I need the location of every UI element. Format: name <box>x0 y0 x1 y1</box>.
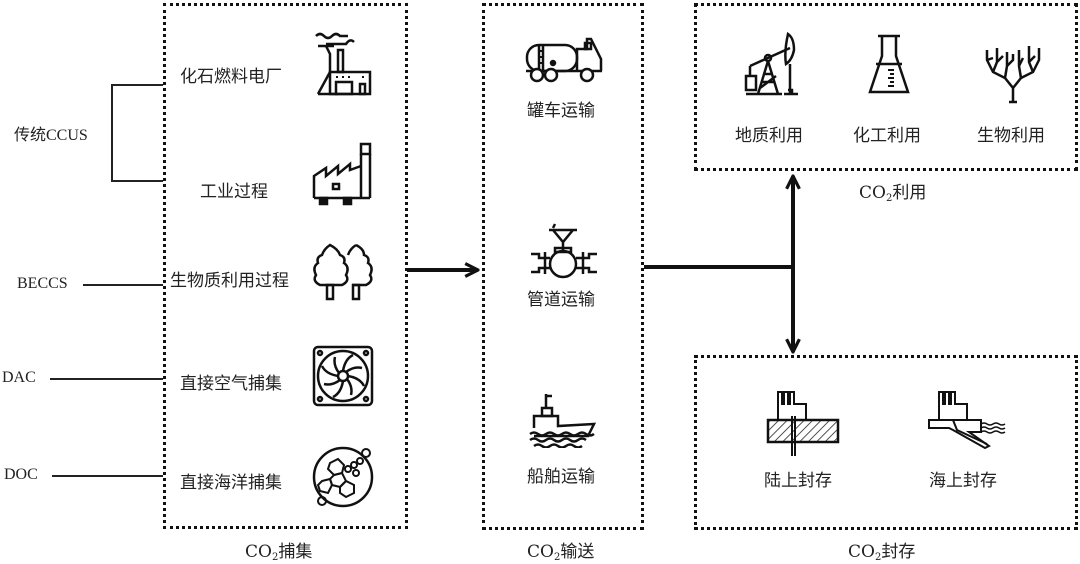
utilization-caption: CO2利用 <box>859 183 927 204</box>
tanker-truck-icon <box>525 37 603 83</box>
capture-item-label: 直接海洋捕集 <box>180 473 282 493</box>
oil-pump-icon <box>744 32 806 98</box>
utilization-box <box>694 3 1078 171</box>
ship-icon <box>528 392 600 448</box>
offshore-storage-icon <box>927 390 1017 456</box>
transport-item-label: 罐车运输 <box>527 101 595 121</box>
beccs-label: BECCS <box>17 275 68 292</box>
utilization-item-label: 化工利用 <box>853 126 921 146</box>
pipeline-valve-icon <box>529 222 599 280</box>
utilization-item-label: 生物利用 <box>977 126 1045 146</box>
capture-box <box>163 3 408 529</box>
factory-icon <box>312 142 376 206</box>
dac-label: DAC <box>2 369 36 386</box>
capture-item-label: 生物质利用过程 <box>170 271 289 291</box>
fan-icon <box>312 345 374 407</box>
transport-item-label: 管道运输 <box>527 290 595 310</box>
trees-icon <box>312 243 376 309</box>
traditional-ccus-bracket <box>111 84 163 182</box>
transport-box <box>482 3 644 530</box>
traditional-ccus-label: 传统CCUS <box>14 127 88 144</box>
coral-icon <box>983 40 1043 104</box>
storage-caption: CO2封存 <box>848 542 916 563</box>
capture-item-label: 工业过程 <box>200 182 268 202</box>
storage-item-label: 海上封存 <box>929 471 997 491</box>
capture-caption: CO2捕集 <box>245 542 313 563</box>
transport-caption: CO2输送 <box>527 542 595 563</box>
onshore-storage-icon <box>766 390 840 458</box>
capture-item-label: 化石燃料电厂 <box>180 67 282 87</box>
storage-item-label: 陆上封存 <box>764 471 832 491</box>
storage-box <box>694 355 1078 530</box>
doc-label: DOC <box>4 466 38 483</box>
transport-item-label: 船舶运输 <box>527 467 595 487</box>
utilization-item-label: 地质利用 <box>735 126 803 146</box>
power-plant-icon <box>312 32 376 98</box>
flask-icon <box>868 34 910 98</box>
molecule-icon <box>310 443 376 509</box>
capture-item-label: 直接空气捕集 <box>180 374 282 394</box>
